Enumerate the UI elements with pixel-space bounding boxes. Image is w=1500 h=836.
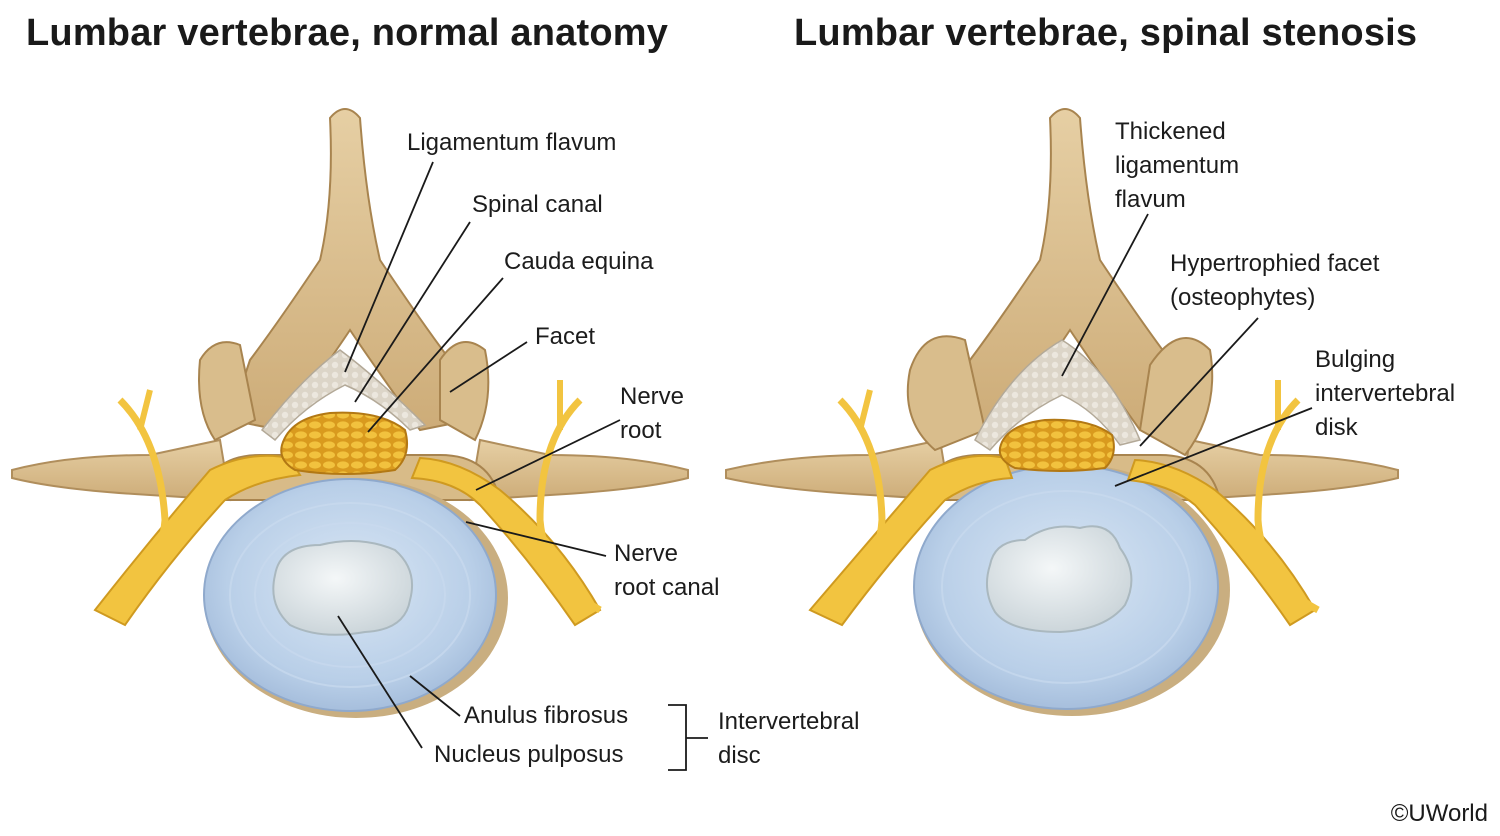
label-intervertebral-disc-line-2: disc [718,742,761,769]
label-bulging-disk: Bulging intervertebral disk [1315,343,1455,445]
left-panel-title: Lumbar vertebrae, normal anatomy [26,12,669,54]
label-thickened-line-1: Thickened [1115,118,1226,145]
label-nerve-root: Nerve root [620,380,684,448]
label-nucleus-pulposus: Nucleus pulposus [434,741,624,768]
leader-lines [337,161,1313,771]
copyright-notice: ©UWorld [1390,800,1488,827]
label-bulging-line-2: intervertebral [1315,380,1456,407]
label-thickened-line-3: flavum [1115,186,1186,213]
label-hypertrophied-facet: Hypertrophied facet (osteophytes) [1170,247,1379,315]
right-vertebra [725,108,1399,716]
label-intervertebral-disc-line-1: Intervertebral [718,708,860,735]
label-ligamentum-flavum: Ligamentum flavum [407,129,617,156]
label-nerve-root-line-1: Nerve [620,383,685,410]
label-nerve-root-line-2: root [620,417,662,444]
label-hypertrophied-line-1: Hypertrophied facet [1170,250,1380,277]
right-panel-title: Lumbar vertebrae, spinal stenosis [794,12,1418,54]
label-bulging-line-3: disk [1315,414,1358,441]
label-nerve-root-canal: Nerve root canal [614,537,719,605]
label-nerve-root-canal-line-2: root canal [614,574,720,601]
label-bulging-line-1: Bulging [1315,346,1396,373]
label-cauda-equina: Cauda equina [504,248,654,275]
label-hypertrophied-line-2: (osteophytes) [1170,284,1316,311]
label-thickened-ligamentum-flavum: Thickened ligamentum flavum [1115,115,1239,217]
label-anulus-fibrosus: Anulus fibrosus [464,702,629,729]
label-intervertebral-disc: Intervertebral disc [718,705,859,773]
label-nerve-root-canal-line-1: Nerve [614,540,679,567]
label-facet: Facet [535,323,596,350]
label-thickened-line-2: ligamentum [1115,152,1240,179]
label-spinal-canal: Spinal canal [472,191,603,218]
